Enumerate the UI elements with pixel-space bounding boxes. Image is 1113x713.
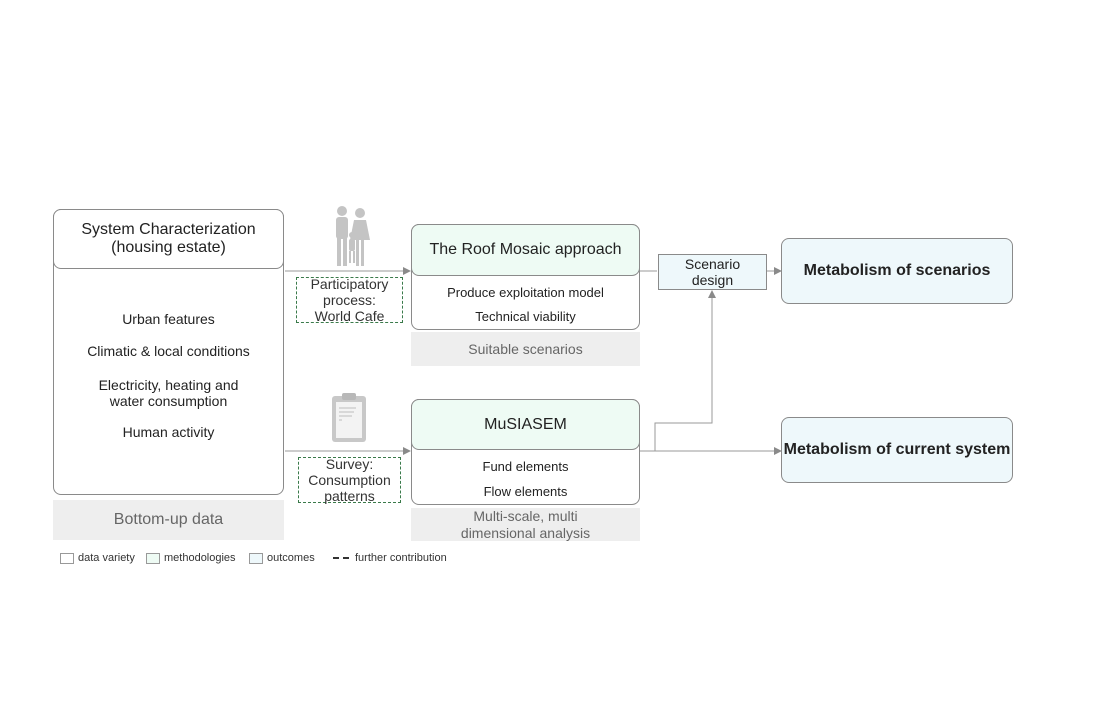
system-item-urban: Urban features [122,311,215,327]
legend-swatch-outcomes [249,552,263,564]
participatory-process-box: Participatory process: World Cafe [296,276,403,324]
system-title: System Characterization (housing estate) [53,209,284,269]
legend-methodologies: methodologies [146,552,236,564]
metabolism-scenarios-box: Metabolism of scenarios [781,238,1013,304]
legend-further: further contribution [333,552,447,564]
legend-label-data-variety: data variety [78,552,135,564]
musiasem-title: MuSIASEM [411,399,640,450]
legend-outcomes: outcomes [249,552,315,564]
legend-label-outcomes: outcomes [267,552,315,564]
arrow-musiasem-to-scenario [654,290,716,451]
roof-mosaic-title: The Roof Mosaic approach [411,224,640,276]
family-icon [336,206,370,266]
clipboard-icon [332,393,366,442]
legend-data-variety: data variety [60,552,135,564]
legend-swatch-methodologies [146,552,160,564]
system-item-consumption: Electricity, heating and water consumpti… [98,376,239,409]
metabolism-current-box: Metabolism of current system [781,417,1013,483]
legend-label-further: further contribution [355,552,447,564]
suitable-scenarios-band: Suitable scenarios [411,332,640,366]
roof-item-viability: Technical viability [475,308,576,324]
legend-swatch-data-variety [60,552,74,564]
scenario-design-box: Scenario design [658,254,767,290]
musiasem-item-fund: Fund elements [482,458,569,474]
bottom-up-band: Bottom-up data [53,500,284,540]
system-item-human: Human activity [122,424,215,440]
musiasem-item-flow: Flow elements [483,483,568,499]
multi-scale-band: Multi-scale, multi dimensional analysis [411,508,640,541]
system-item-climatic: Climatic & local conditions [87,343,250,359]
legend-dash-further [333,557,349,559]
legend-label-methodologies: methodologies [164,552,236,564]
roof-item-exploitation: Produce exploitation model [447,284,604,300]
survey-box: Survey: Consumption patterns [298,456,401,504]
